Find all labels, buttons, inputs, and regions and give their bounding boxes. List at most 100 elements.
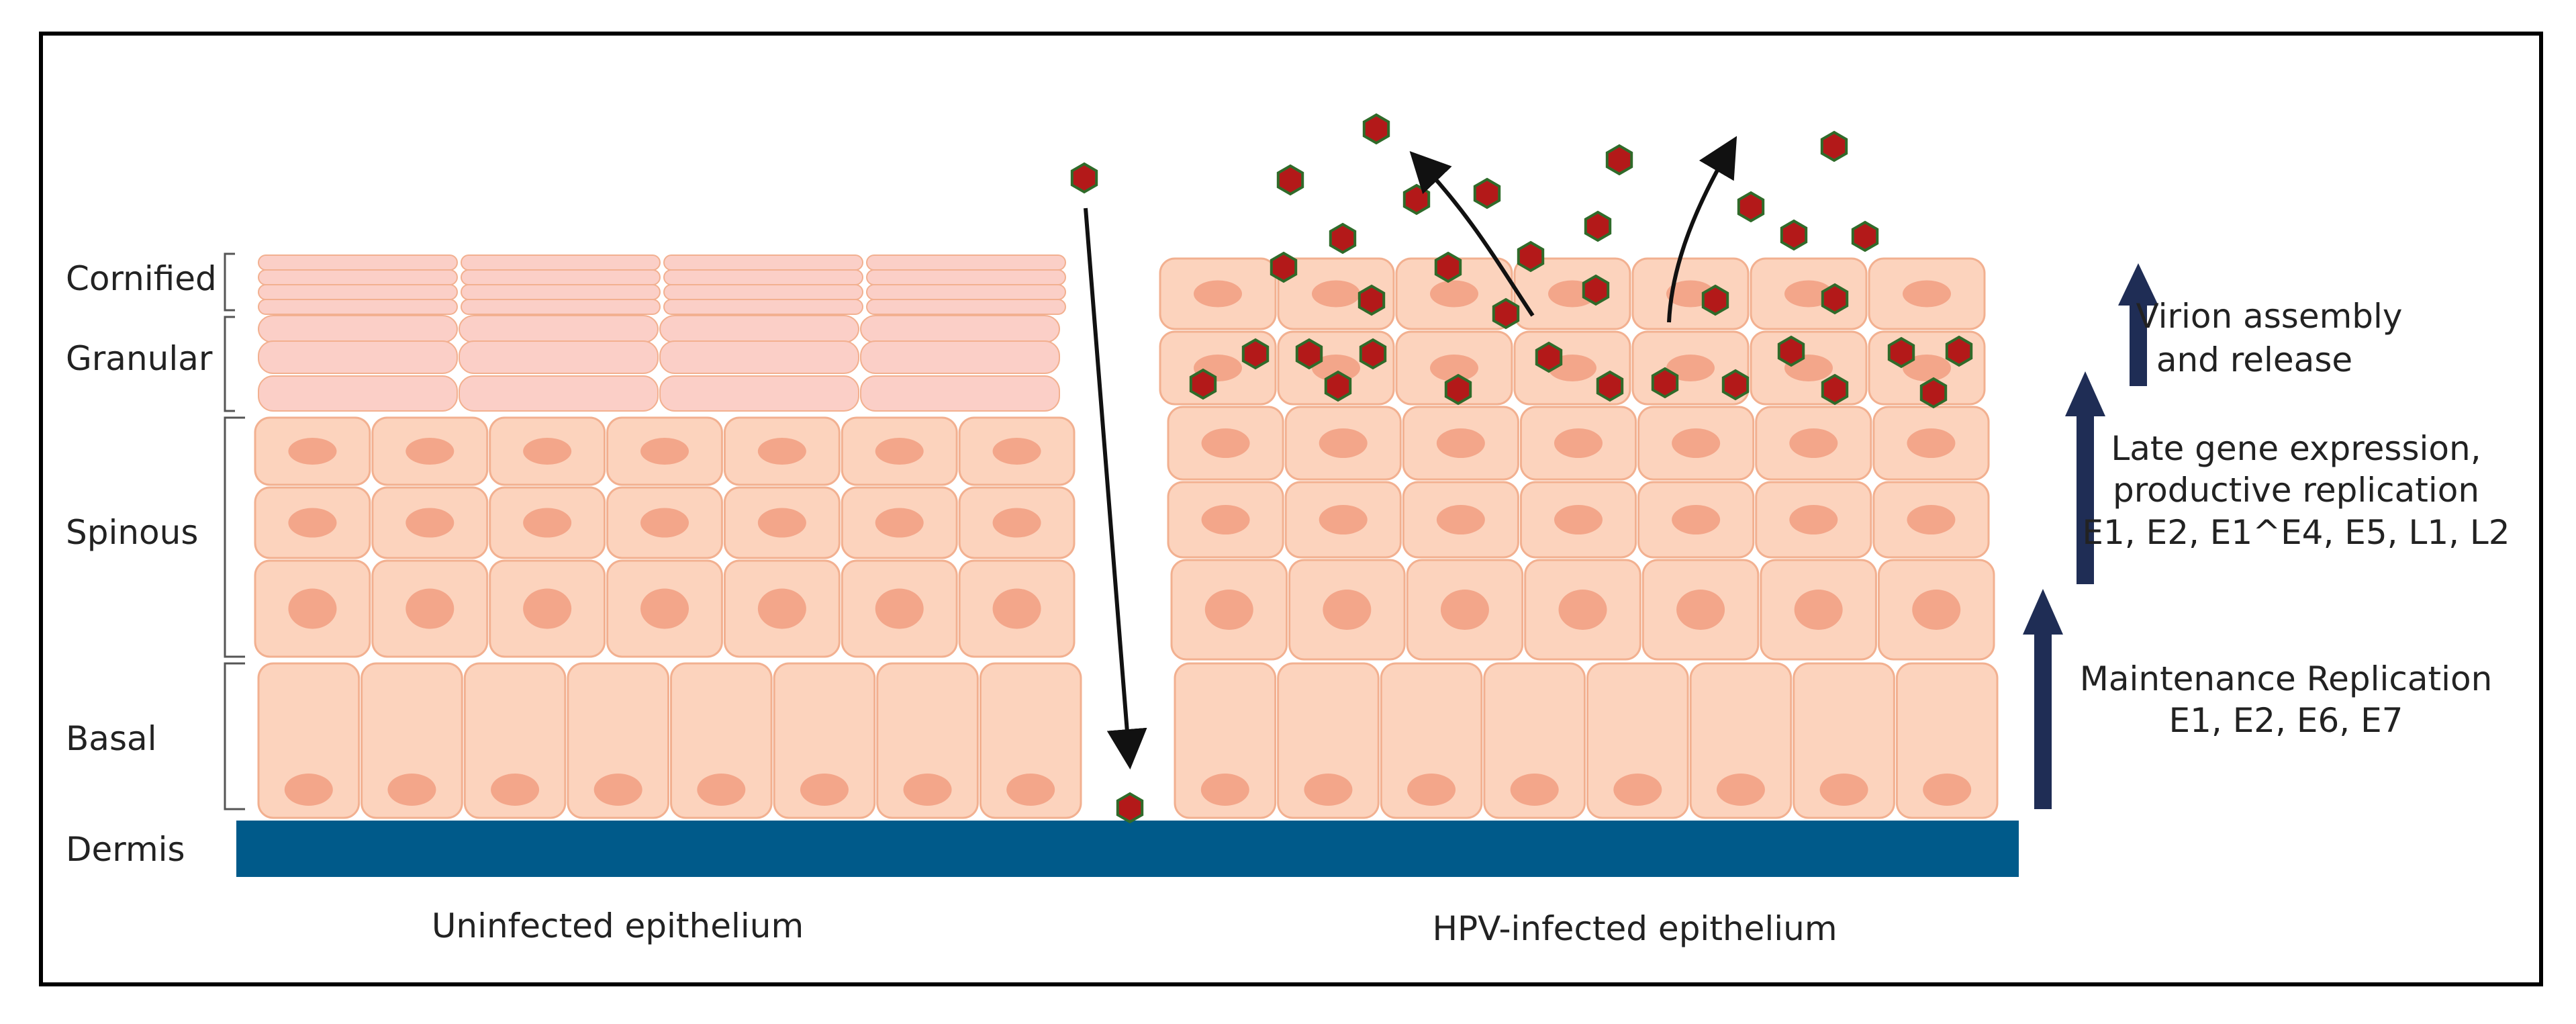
virion-icon	[1444, 373, 1472, 406]
label-dermis: Dermis	[66, 830, 185, 869]
right-cornified-nucleus	[1784, 280, 1833, 308]
left-spinous-1-nucleus	[992, 438, 1041, 465]
maintenance-stage-line2: E1, E2, E6, E7	[2169, 701, 2403, 740]
left-spinous-1-nucleus	[406, 438, 455, 465]
right-cornified-nucleus	[1194, 280, 1242, 308]
figure-border	[39, 32, 2543, 986]
virion-icon	[1324, 370, 1352, 402]
infected-epithelium	[1159, 257, 1999, 819]
right-spinous-2-nucleus	[1319, 505, 1368, 534]
maintenance-stage-arrow	[2023, 589, 2063, 809]
virion-icon	[1070, 162, 1098, 194]
right-granular-nucleus	[1666, 355, 1715, 381]
virion-particles	[1070, 113, 1973, 824]
granular-cell	[659, 315, 859, 343]
right-basal-cell	[1586, 662, 1689, 819]
virion-icon	[1945, 335, 1973, 367]
right-spinous-3-nucleus	[1440, 590, 1489, 630]
right-spinous-2-nucleus	[1907, 505, 1956, 534]
cornified-cell	[461, 254, 661, 271]
right-cornified-nucleus	[1903, 280, 1951, 308]
bracket-spinous	[224, 416, 245, 658]
caption-infected: HPV-infected epithelium	[1432, 909, 1837, 948]
left-spinous-2-nucleus	[757, 508, 806, 538]
late-stage-arrow	[2065, 371, 2105, 584]
cornified-cell	[663, 269, 863, 285]
bracket-cornified	[224, 252, 235, 312]
right-spinous-1-nucleus	[1319, 428, 1368, 458]
left-spinous-2-nucleus	[992, 508, 1041, 538]
virion-icon	[1701, 284, 1729, 316]
virion-icon	[1596, 370, 1624, 402]
right-spinous-2-nucleus	[1436, 505, 1485, 534]
right-spinous-1-nucleus	[1789, 428, 1838, 458]
right-basal-cell	[1793, 662, 1895, 819]
left-spinous-3-nucleus	[523, 588, 572, 629]
virion-icon	[1270, 251, 1298, 283]
left-basal-nucleus	[800, 774, 849, 806]
virion-icon	[1276, 164, 1304, 196]
virion-icon	[1820, 130, 1848, 162]
virion-icon	[1535, 341, 1563, 373]
label-cornified: Cornified	[66, 259, 217, 298]
left-basal-cell	[463, 662, 567, 819]
granular-cell	[860, 340, 1060, 374]
virion-icon	[1189, 368, 1217, 400]
cornified-cell	[663, 284, 863, 300]
stage-arrows	[2023, 263, 2158, 809]
right-spinous-2-nucleus	[1554, 505, 1603, 534]
label-spinous: Spinous	[66, 513, 198, 552]
left-spinous-3-nucleus	[757, 588, 806, 629]
virion-icon	[1295, 338, 1323, 370]
virion-icon	[1362, 113, 1390, 145]
label-basal: Basal	[66, 719, 157, 758]
entry-arrow	[1084, 207, 1147, 770]
cornified-cell	[866, 269, 1066, 285]
granular-cell	[258, 340, 458, 374]
virion-icon	[1116, 792, 1144, 824]
left-spinous-3-nucleus	[875, 588, 924, 629]
left-spinous-1-nucleus	[640, 438, 689, 465]
virion-icon	[1329, 222, 1357, 254]
left-spinous-1-nucleus	[757, 438, 806, 465]
cornified-cell	[461, 269, 661, 285]
virion-icon	[1919, 377, 1948, 409]
virion-icon	[1780, 219, 1808, 251]
left-spinous-3-nucleus	[992, 588, 1041, 629]
cornified-cell	[461, 284, 661, 300]
virion-icon	[1582, 274, 1610, 306]
bracket-basal	[224, 662, 245, 810]
release-arrow-left	[1409, 150, 1535, 317]
left-spinous-1-nucleus	[288, 438, 337, 465]
right-granular-nucleus	[1430, 355, 1478, 381]
left-spinous-2-nucleus	[523, 508, 572, 538]
right-spinous-1-nucleus	[1201, 428, 1250, 458]
left-basal-nucleus	[903, 774, 952, 806]
virion-icon	[1517, 240, 1545, 273]
right-basal-nucleus	[1613, 774, 1662, 806]
cornified-cell	[258, 254, 458, 271]
release-arrow-right	[1667, 136, 1737, 323]
right-basal-cell	[1174, 662, 1277, 819]
virion-icon	[1605, 144, 1633, 176]
granular-cell	[659, 340, 859, 374]
left-spinous-2-nucleus	[406, 508, 455, 538]
right-basal-cell	[1689, 662, 1793, 819]
virion-icon	[1821, 283, 1849, 315]
right-spinous-1-nucleus	[1907, 428, 1956, 458]
cornified-cell	[663, 254, 863, 271]
right-basal-cell	[1483, 662, 1586, 819]
right-spinous-3-nucleus	[1323, 590, 1372, 630]
cornified-cell	[461, 299, 661, 315]
virion-icon	[1851, 220, 1879, 252]
right-spinous-2-nucleus	[1201, 505, 1250, 534]
right-basal-nucleus	[1716, 774, 1765, 806]
cornified-cell	[866, 284, 1066, 300]
maintenance-stage-line1: Maintenance Replication	[2080, 659, 2493, 698]
label-granular: Granular	[66, 339, 213, 378]
late-stage-line3: E1, E2, E1^E4, E5, L1, L2	[2082, 513, 2510, 552]
right-cornified-nucleus	[1312, 280, 1360, 308]
cornified-cell	[258, 269, 458, 285]
left-spinous-2-nucleus	[875, 508, 924, 538]
late-stage-line2: productive replication	[2113, 471, 2479, 510]
